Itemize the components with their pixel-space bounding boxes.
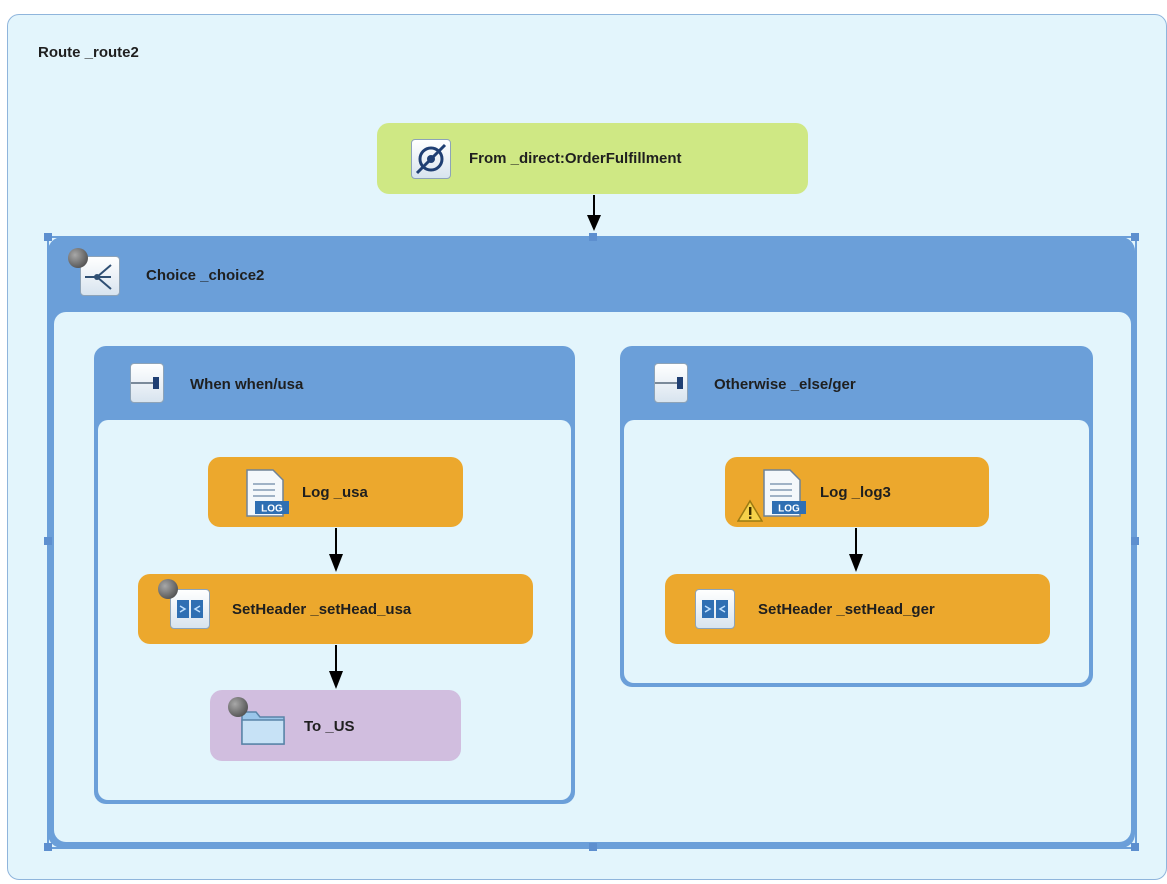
breakpoint-indicator[interactable] — [158, 579, 178, 599]
resize-handle[interactable] — [44, 843, 52, 851]
flow-arrow — [583, 195, 605, 235]
setheader-icon — [170, 589, 210, 629]
setheader-usa-label: SetHeader _setHead_usa — [232, 601, 412, 618]
otherwise-label: Otherwise _else/ger — [714, 376, 856, 393]
warning-icon[interactable] — [737, 499, 763, 523]
flow-arrow — [325, 528, 347, 574]
log-icon: LOG — [243, 468, 293, 518]
resize-handle[interactable] — [589, 843, 597, 851]
resize-handle[interactable] — [1131, 843, 1139, 851]
resize-handle[interactable] — [44, 233, 52, 241]
resize-handle[interactable] — [1131, 537, 1139, 545]
folder-icon — [238, 702, 288, 750]
svg-text:LOG: LOG — [261, 504, 283, 515]
resize-handle[interactable] — [44, 537, 52, 545]
log-log3-label: Log _log3 — [820, 484, 891, 501]
choice-icon — [80, 256, 120, 296]
choice-label: Choice _choice2 — [146, 267, 265, 284]
log-usa-label: Log _usa — [302, 484, 368, 501]
when-label: When when/usa — [190, 376, 304, 393]
log-icon: LOG — [760, 468, 810, 518]
endpoint-disabled-icon — [411, 139, 451, 179]
breakpoint-indicator[interactable] — [68, 248, 88, 268]
resize-handle[interactable] — [1131, 233, 1139, 241]
when-icon — [130, 363, 164, 403]
to-us-label: To _US — [304, 718, 355, 735]
route-title: Route _route2 — [38, 44, 139, 61]
svg-text:LOG: LOG — [778, 504, 800, 515]
setheader-icon — [695, 589, 735, 629]
resize-handle[interactable] — [589, 233, 597, 241]
flow-arrow — [845, 528, 867, 574]
from-label: From _direct:OrderFulfillment — [469, 150, 682, 167]
breakpoint-indicator[interactable] — [228, 697, 248, 717]
otherwise-icon — [654, 363, 688, 403]
flow-arrow — [325, 645, 347, 691]
setheader-ger-label: SetHeader _setHead_ger — [758, 601, 935, 618]
